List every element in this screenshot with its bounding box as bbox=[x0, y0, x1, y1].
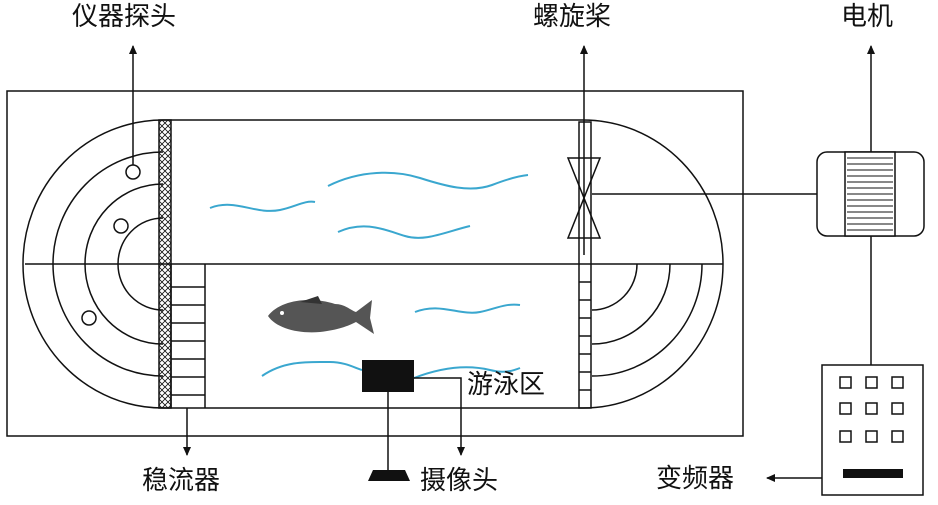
water-wave bbox=[337, 225, 471, 239]
converter-button bbox=[865, 430, 878, 443]
water-wave bbox=[413, 366, 521, 379]
water-wave bbox=[209, 200, 316, 212]
mesh-screen-left bbox=[158, 119, 172, 409]
converter-button bbox=[865, 402, 878, 415]
converter-button bbox=[839, 430, 852, 443]
camera-icon bbox=[368, 470, 410, 481]
water-wave bbox=[327, 171, 529, 190]
converter-button bbox=[839, 402, 852, 415]
motor-ribs bbox=[847, 157, 893, 231]
converter-button bbox=[891, 402, 904, 415]
label-probe: 仪器探头 bbox=[72, 2, 177, 32]
label-frequency-converter: 变频器 bbox=[656, 464, 735, 494]
probe-holes bbox=[81, 164, 141, 326]
camera-housing bbox=[362, 360, 414, 392]
fish-icon bbox=[268, 296, 374, 334]
label-motor: 电机 bbox=[841, 2, 894, 32]
label-swim-zone: 游泳区 bbox=[467, 370, 546, 400]
propeller-icon bbox=[566, 140, 602, 255]
converter-button bbox=[891, 376, 904, 389]
water-wave bbox=[261, 360, 363, 377]
flow-straightener bbox=[170, 264, 206, 408]
flume-channel bbox=[22, 119, 724, 409]
water-flow-waves bbox=[209, 171, 529, 379]
converter-button bbox=[891, 430, 904, 443]
label-camera: 摄像头 bbox=[420, 466, 499, 496]
label-propeller: 螺旋桨 bbox=[533, 2, 612, 32]
label-flow-straightener: 稳流器 bbox=[142, 466, 221, 496]
mesh-screen-right bbox=[578, 121, 592, 409]
converter-button bbox=[839, 376, 852, 389]
tank-outer-frame bbox=[6, 90, 744, 437]
converter-buttons bbox=[839, 376, 904, 443]
water-wave bbox=[414, 303, 521, 314]
right-guide-vanes bbox=[591, 263, 703, 377]
leader-arrows bbox=[129, 45, 875, 482]
converter-button bbox=[865, 376, 878, 389]
converter-display-bar bbox=[843, 469, 903, 478]
